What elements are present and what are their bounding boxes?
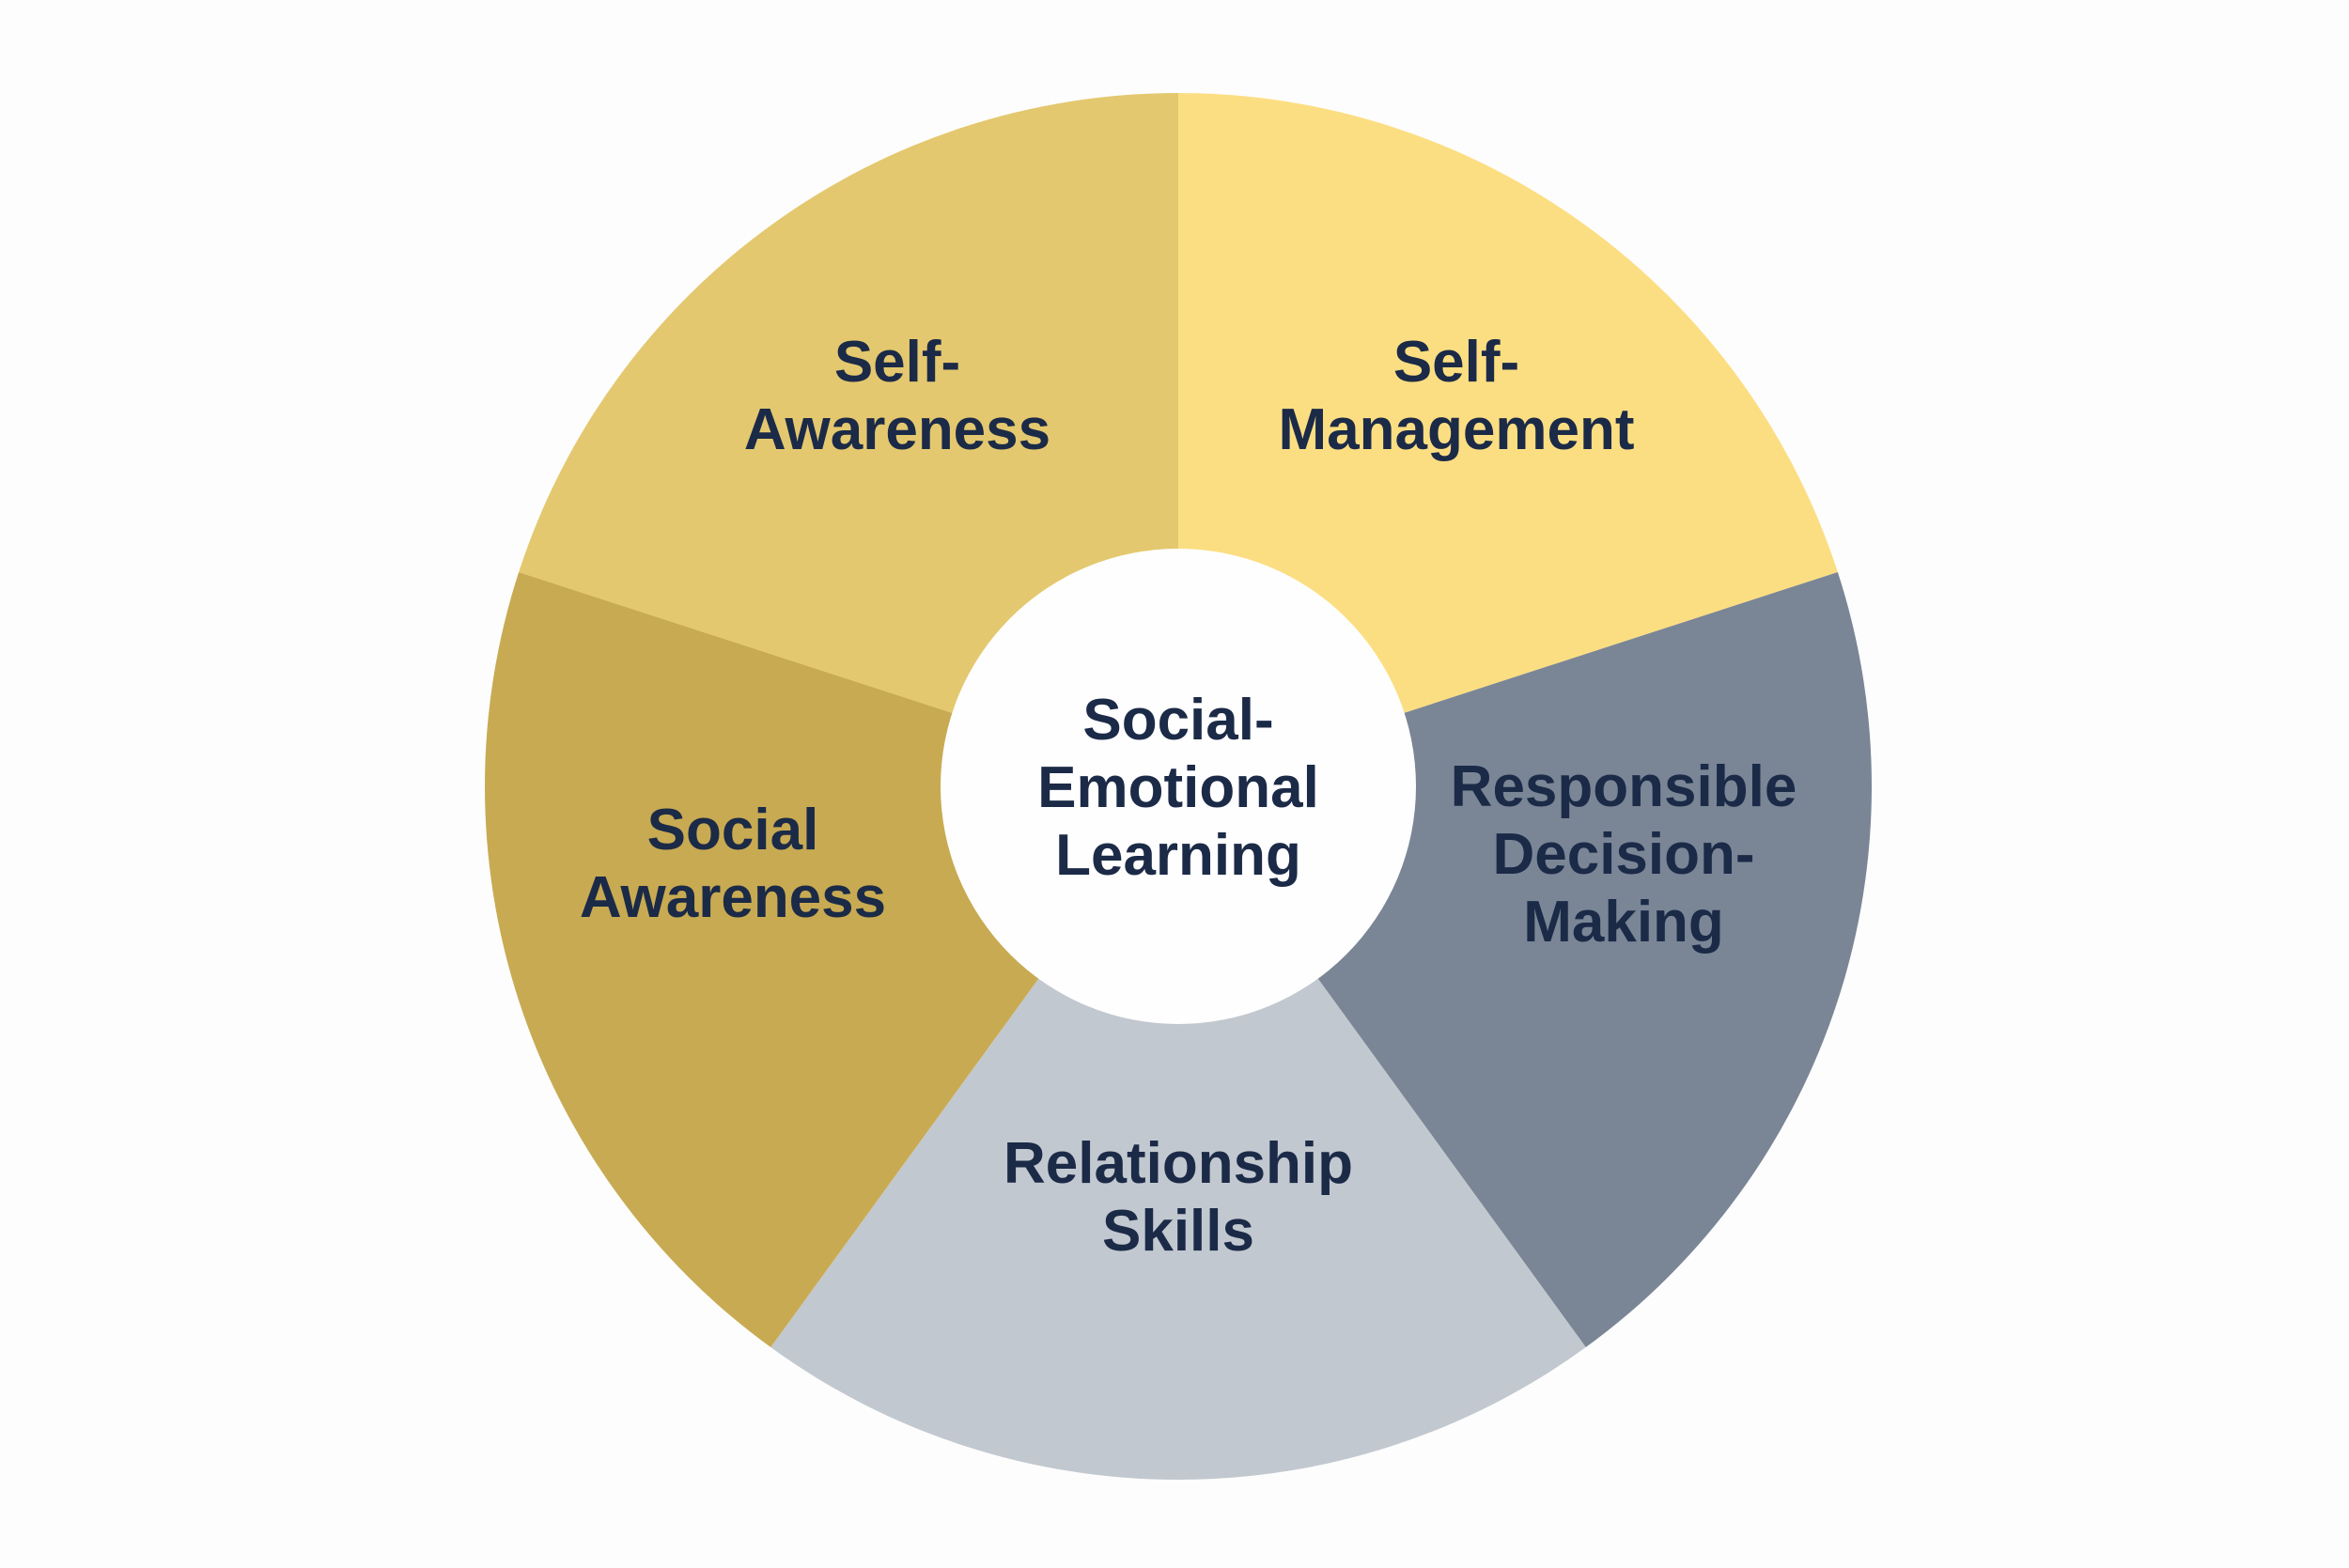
segment-label-line: Social: [647, 798, 819, 862]
segment-label-self-awareness: Self-Awareness: [744, 330, 1050, 462]
center-circle: [941, 549, 1416, 1024]
center-label-line: Social-: [1082, 688, 1273, 753]
center-label-line: Emotional: [1037, 755, 1319, 820]
segment-label-line: Self-: [834, 330, 960, 395]
segment-label-line: Awareness: [744, 397, 1050, 462]
segment-relationship-skills: [770, 786, 1586, 1481]
segment-label-line: Awareness: [580, 865, 886, 930]
center-label-line: Learning: [1055, 823, 1301, 888]
segment-label-line: Relationship: [1003, 1131, 1353, 1196]
segment-label-line: Making: [1523, 890, 1724, 955]
segment-label-line: Self-: [1393, 330, 1519, 395]
segment-label-self-management: Self-Management: [1279, 330, 1635, 462]
segment-self-management: [1178, 93, 1838, 786]
segment-label-line: Management: [1279, 397, 1635, 462]
segment-self-awareness: [519, 93, 1178, 786]
segment-label-line: Decision-: [1492, 822, 1754, 887]
segment-label-line: Responsible: [1451, 754, 1797, 819]
segment-label-line: Skills: [1102, 1199, 1254, 1264]
